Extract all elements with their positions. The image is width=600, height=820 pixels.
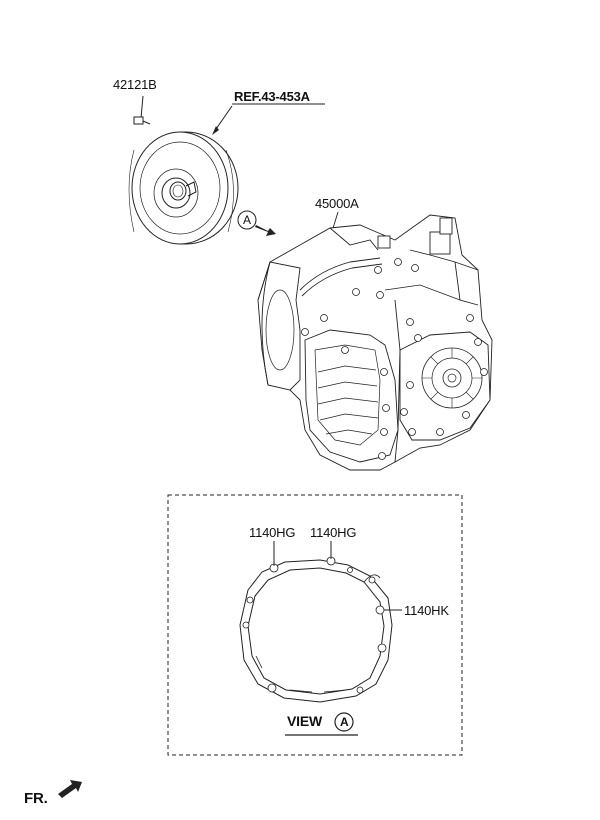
part-label-bolt-hk: 1140HK	[404, 603, 449, 618]
part-label-bolt-hg-2: 1140HG	[310, 525, 357, 540]
view-marker-circle	[237, 210, 257, 230]
part-label-bolt: 42121B	[113, 77, 157, 92]
part-label-bolt-hg-1: 1140HG	[249, 525, 296, 540]
ref-arrow-head	[212, 126, 219, 135]
view-title: VIEW	[287, 713, 322, 729]
view-marker-letter: A	[243, 213, 251, 227]
view-title-letter: A	[340, 715, 349, 729]
front-label: FR.	[24, 790, 48, 807]
gasket-outline	[239, 556, 393, 703]
leader-line-bolt	[140, 95, 144, 119]
view-box	[167, 494, 463, 756]
torque-converter	[128, 95, 239, 245]
transmission-assembly	[257, 211, 493, 471]
bolt-shank	[142, 120, 151, 125]
part-label-assembly: 45000A	[315, 196, 359, 211]
front-arrow-icon	[58, 780, 82, 798]
view-arrow	[255, 225, 276, 236]
bolt-head	[133, 116, 144, 125]
part-label-reference: REF.43-453A	[234, 89, 310, 104]
view-title-circle	[334, 712, 354, 732]
